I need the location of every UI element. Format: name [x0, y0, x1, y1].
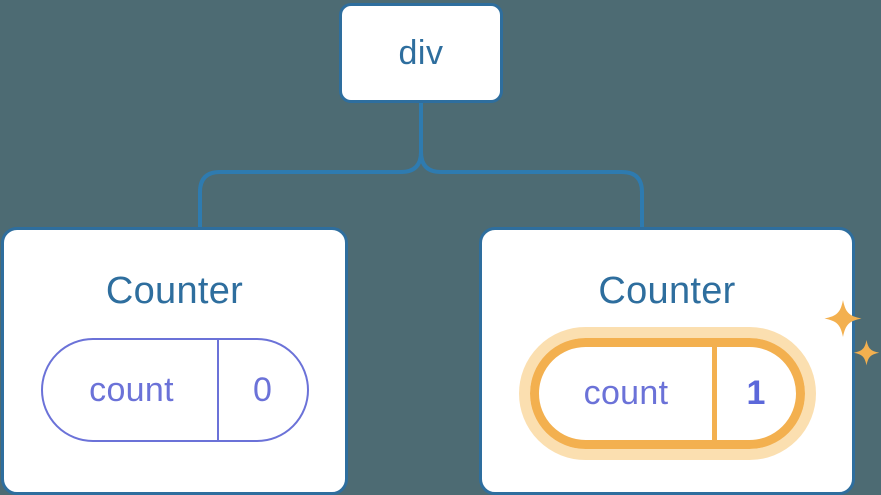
state-pill-right-key: count	[583, 374, 669, 412]
node-counter-right[interactable]: Counter count 1	[479, 227, 879, 495]
state-pill-left-key: count	[89, 370, 174, 409]
state-pill-wrapper-left: count 0	[40, 338, 309, 442]
state-pill-left-value: 0	[216, 340, 307, 440]
node-counter-left-label: Counter	[105, 270, 244, 312]
node-div[interactable]: div	[339, 3, 503, 103]
state-pill-right-value: 1	[711, 347, 796, 440]
state-pill-right-halo	[518, 327, 816, 460]
state-pill-right[interactable]: count 1	[529, 338, 805, 449]
node-counter-right-label: Counter	[598, 270, 736, 312]
state-pill-wrapper-right: count 1	[518, 300, 879, 460]
node-counter-left[interactable]: Counter count 0	[1, 227, 348, 495]
node-div-label: div	[398, 33, 444, 72]
state-pill-left[interactable]: count 0	[40, 338, 309, 442]
edge-root-to-right-counter	[419, 101, 644, 231]
edge-root-to-left-counter	[198, 101, 423, 231]
